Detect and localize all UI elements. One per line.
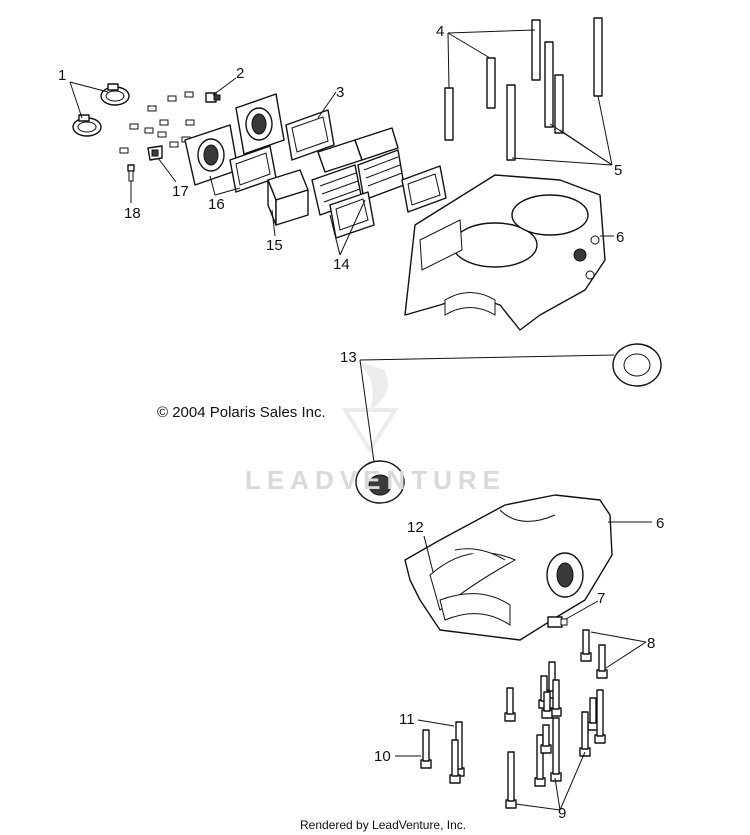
copyright-text: © 2004 Polaris Sales Inc. <box>157 404 326 421</box>
screws-part <box>119 91 195 154</box>
callout-6-lower: 6 <box>656 515 664 532</box>
bolts-part <box>420 629 608 809</box>
watermark-text: LEADVENTURE <box>245 465 507 495</box>
bolt-18-part <box>127 164 135 182</box>
callout-17: 17 <box>172 183 189 200</box>
callout-13: 13 <box>340 349 357 366</box>
studs-part <box>444 17 603 161</box>
reed-valves-part <box>311 127 447 239</box>
rendered-by-text: Rendered by LeadVenture, Inc. <box>300 818 467 832</box>
callout-8: 8 <box>647 635 655 652</box>
fitting-part <box>205 92 221 103</box>
callout-7: 7 <box>597 590 605 607</box>
callout-9: 9 <box>558 805 566 822</box>
callout-18: 18 <box>124 205 141 222</box>
callout-5: 5 <box>614 162 622 179</box>
leader-lines <box>69 29 652 811</box>
intake-adapters-part <box>184 93 285 193</box>
lower-crankcase-part <box>404 494 613 641</box>
callout-labels: 1 2 3 4 5 6 6 7 8 9 10 11 12 13 14 15 16… <box>58 23 664 822</box>
callout-12: 12 <box>407 519 424 536</box>
seal-large-part <box>612 343 662 387</box>
callout-1: 1 <box>58 67 66 84</box>
seal-small-part <box>355 460 405 504</box>
callout-6-upper: 6 <box>616 229 624 246</box>
hose-clamps-part <box>72 83 130 137</box>
callout-10: 10 <box>374 748 391 765</box>
callout-4: 4 <box>436 23 444 40</box>
reed-block-15-part <box>267 169 309 226</box>
callout-2: 2 <box>236 65 244 82</box>
upper-crankcase-part <box>404 174 606 331</box>
bracket-part <box>147 145 163 161</box>
callout-15: 15 <box>266 237 283 254</box>
watermark-logo <box>341 360 399 454</box>
callout-3: 3 <box>336 84 344 101</box>
plug-part <box>547 616 568 628</box>
callout-11: 11 <box>399 711 415 728</box>
gasket-3-part <box>285 109 335 161</box>
callout-14: 14 <box>333 256 350 273</box>
callout-16: 16 <box>208 196 225 213</box>
